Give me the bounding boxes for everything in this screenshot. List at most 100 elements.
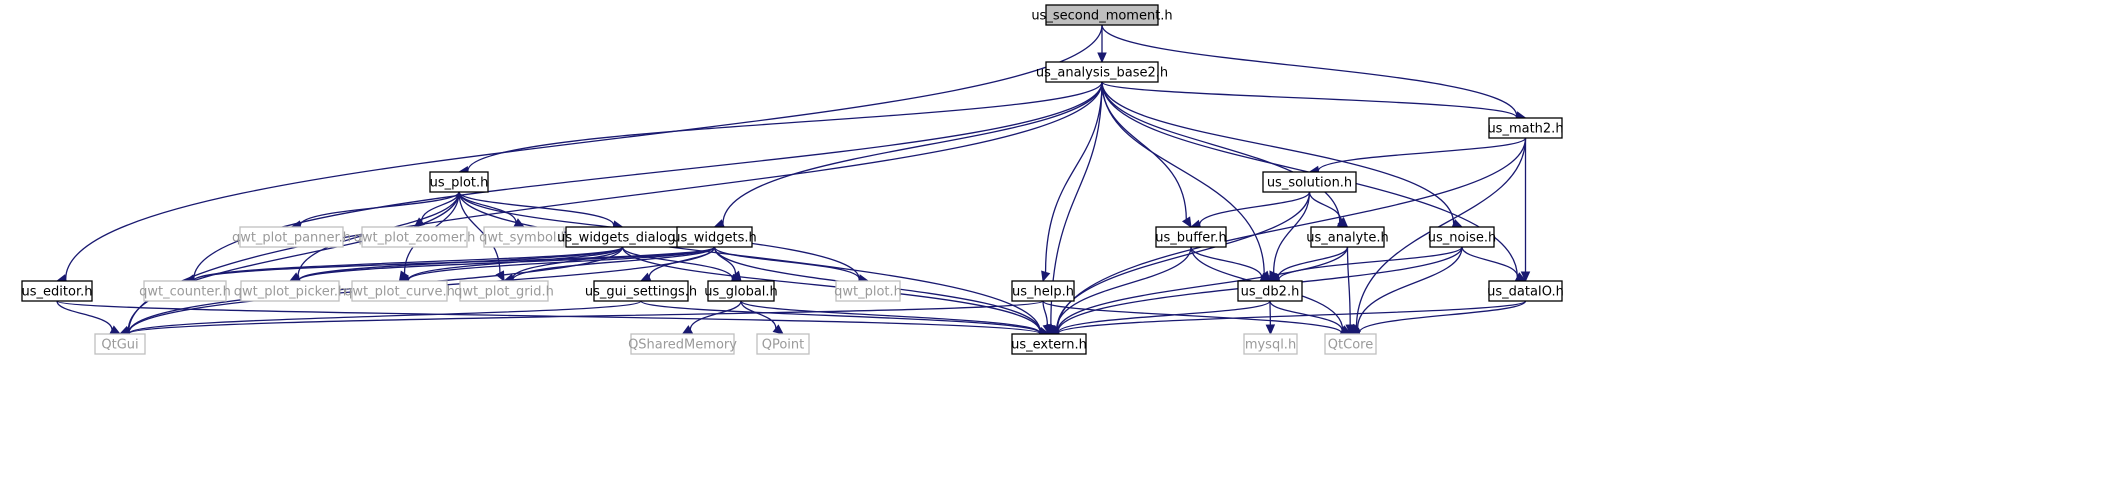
node-box — [756, 333, 810, 355]
edge-line — [1042, 300, 1343, 334]
edge-us-global-to-qpoint — [740, 300, 784, 335]
edge-line — [407, 246, 716, 281]
node-label: qwt_plot_curve.h — [344, 285, 455, 300]
node-us-noise[interactable]: us_noise.h — [1428, 226, 1496, 248]
node-us-math2[interactable]: us_math2.h — [1487, 117, 1564, 139]
edge-us-db2-to-mysql — [1265, 300, 1276, 336]
edge-line — [1101, 81, 1265, 275]
edge-us-solution-to-us-buffer — [1189, 191, 1311, 229]
node-us-analysis-base2[interactable]: us_analysis_base2.h — [1036, 61, 1168, 83]
node-box — [1237, 280, 1303, 302]
node-us-solution[interactable]: us_solution.h — [1262, 171, 1357, 193]
edge-us-math2-to-us-solution — [1308, 137, 1527, 176]
edge-line — [128, 300, 1044, 335]
node-us-widgets-dialog[interactable]: us_widgets_dialog.h — [557, 226, 688, 248]
node-us-help[interactable]: us_help.h — [1011, 280, 1075, 302]
node-us-extern[interactable]: us_extern.h — [1011, 333, 1087, 355]
edge-us-analysis-base2-to-us-plot — [457, 81, 1103, 176]
edge-us-help-to-us-extern — [1042, 300, 1052, 336]
edge-us-noise-to-us-dataio — [1461, 246, 1527, 282]
edge-line — [1317, 137, 1527, 171]
edge-line — [127, 191, 460, 331]
node-label: qwt_plot_panner.h — [232, 231, 351, 246]
node-label: us_dataIO.h — [1487, 285, 1564, 300]
edge-arrowhead — [772, 324, 784, 335]
node-label: qwt_symbol.h — [479, 231, 569, 246]
edge-arrowhead — [1181, 216, 1192, 229]
node-box — [1045, 4, 1159, 26]
node-label: QtCore — [1328, 338, 1373, 353]
node-label: us_solution.h — [1267, 176, 1352, 191]
node-label: us_widgets.h — [672, 231, 757, 246]
node-us-buffer[interactable]: us_buffer.h — [1155, 226, 1227, 248]
node-us-widgets[interactable]: us_widgets.h — [672, 226, 757, 248]
node-box — [1011, 333, 1087, 355]
node-us-gui-settings[interactable]: us_gui_settings.h — [585, 280, 697, 302]
node-box — [676, 226, 753, 248]
node-box — [361, 226, 468, 248]
edge-line — [1050, 81, 1103, 326]
node-mysql: mysql.h — [1243, 333, 1298, 355]
edge-arrowhead — [1041, 270, 1051, 283]
edge-arrowhead — [1097, 52, 1107, 64]
edge-line — [512, 246, 716, 280]
edge-line — [1355, 137, 1527, 328]
edge-us-widgets-to-qwt-counter — [183, 246, 716, 286]
node-label: qwt_plot_zoomer.h — [354, 231, 476, 246]
edge-line — [1101, 81, 1187, 220]
node-us-dataio[interactable]: us_dataIO.h — [1487, 280, 1564, 302]
edge-line — [1056, 191, 1311, 330]
node-box — [1324, 333, 1377, 355]
node-label: us_second_moment.h — [1031, 9, 1172, 24]
edge-line — [1044, 81, 1103, 273]
node-us-second-moment[interactable]: us_second_moment.h — [1031, 4, 1173, 26]
edge-arrowhead — [1520, 271, 1531, 283]
edge-us-analysis-base2-to-us-buffer — [1101, 81, 1192, 229]
node-label: us_global.h — [704, 285, 778, 300]
edge-arrowhead — [1265, 324, 1276, 336]
edge-line — [1101, 24, 1518, 117]
node-label: us_analyte.h — [1306, 231, 1388, 246]
edge-line — [1190, 246, 1263, 278]
node-qwt-plot-curve: qwt_plot_curve.h — [344, 280, 455, 302]
node-us-global[interactable]: us_global.h — [704, 280, 778, 302]
edge-line — [193, 246, 716, 282]
edge-line — [1056, 137, 1527, 331]
node-box — [483, 226, 565, 248]
node-label: mysql.h — [1245, 338, 1296, 353]
node-box — [630, 333, 735, 355]
edge-line — [1057, 300, 1527, 334]
node-label: us_editor.h — [22, 285, 93, 300]
edge-line — [1269, 300, 1343, 331]
edge-line — [740, 300, 1041, 334]
node-us-plot[interactable]: us_plot.h — [429, 171, 489, 193]
node-box — [1011, 280, 1075, 302]
node-label: qwt_counter.h — [139, 285, 231, 300]
node-us-analyte[interactable]: us_analyte.h — [1306, 226, 1389, 248]
node-box — [1262, 171, 1357, 193]
edge-line — [128, 300, 642, 335]
node-qsharedmemory: QSharedMemory — [628, 333, 737, 355]
node-box — [1310, 226, 1385, 248]
edge-us-analysis-base2-to-qwt-counter — [183, 81, 1103, 284]
node-label: QPoint — [762, 338, 805, 353]
edge-line — [689, 300, 742, 330]
node-box — [21, 280, 93, 302]
edge-us-analyte-to-qtcore — [1345, 246, 1355, 336]
edge-us-plot-to-us-widgets-dialog — [458, 191, 624, 230]
edge-line — [56, 300, 1041, 335]
node-us-db2[interactable]: us_db2.h — [1237, 280, 1303, 302]
node-box — [351, 280, 448, 302]
node-qtcore: QtCore — [1324, 333, 1377, 355]
edge-arrowhead — [731, 270, 742, 282]
node-label: qwt_plot_grid.h — [454, 285, 554, 300]
node-box — [1488, 117, 1563, 139]
node-label: qwt_plot_picker.h — [234, 285, 347, 300]
node-us-editor[interactable]: us_editor.h — [21, 280, 93, 302]
edge-line — [298, 246, 716, 281]
edge-line — [1273, 191, 1311, 273]
edge-line — [1356, 246, 1463, 329]
node-box — [1488, 280, 1563, 302]
edge-line — [1101, 81, 1341, 223]
